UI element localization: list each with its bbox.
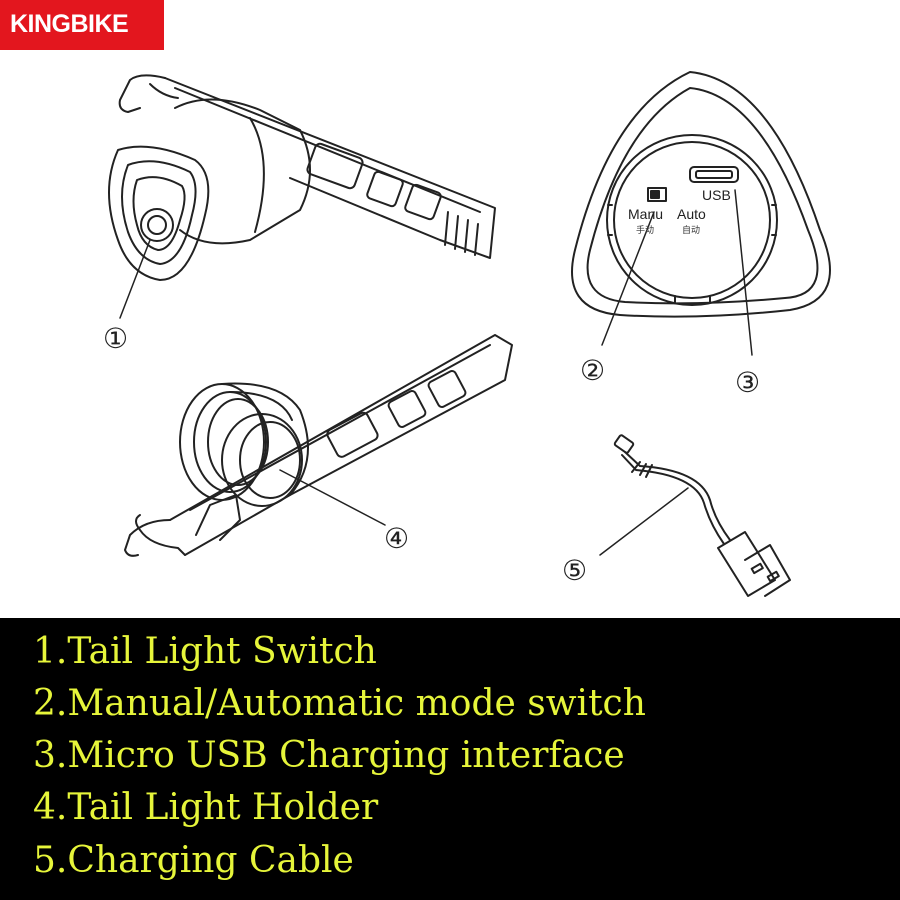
auto-label: Auto [677,206,706,222]
callout-5: ⑤ [562,554,587,587]
legend-item-5: 5.Charging Cable [33,840,354,881]
auto-cn-label: 自动 [682,224,700,235]
manu-label: Manu [628,206,663,222]
manu-cn-label: 手动 [636,224,654,235]
legend-item-2: 2.Manual/Automatic mode switch [33,683,646,724]
callout-1: ① [103,322,128,355]
legend-item-3: 3.Micro USB Charging interface [33,735,625,776]
callout-2: ② [580,354,605,387]
legend-item-4: 4.Tail Light Holder [33,787,379,828]
rear-view-illustration [571,71,831,356]
usb-label: USB [702,187,731,203]
callout-4: ④ [384,522,409,555]
brand-logo: KINGBIKE [0,0,164,50]
tail-light-illustration [108,74,496,319]
brand-logo-text: KINGBIKE [10,10,129,38]
legend-panel: 1.Tail Light Switch 2.Manual/Automatic m… [0,618,900,900]
legend-item-1: 1.Tail Light Switch [33,631,377,672]
tail-light-holder-illustration [124,334,513,557]
product-diagram: ① ② ③ ④ ⑤ USB Manu 手动 Auto 自动 [103,71,831,597]
charging-cable-illustration [599,434,791,597]
callout-3: ③ [735,366,760,399]
